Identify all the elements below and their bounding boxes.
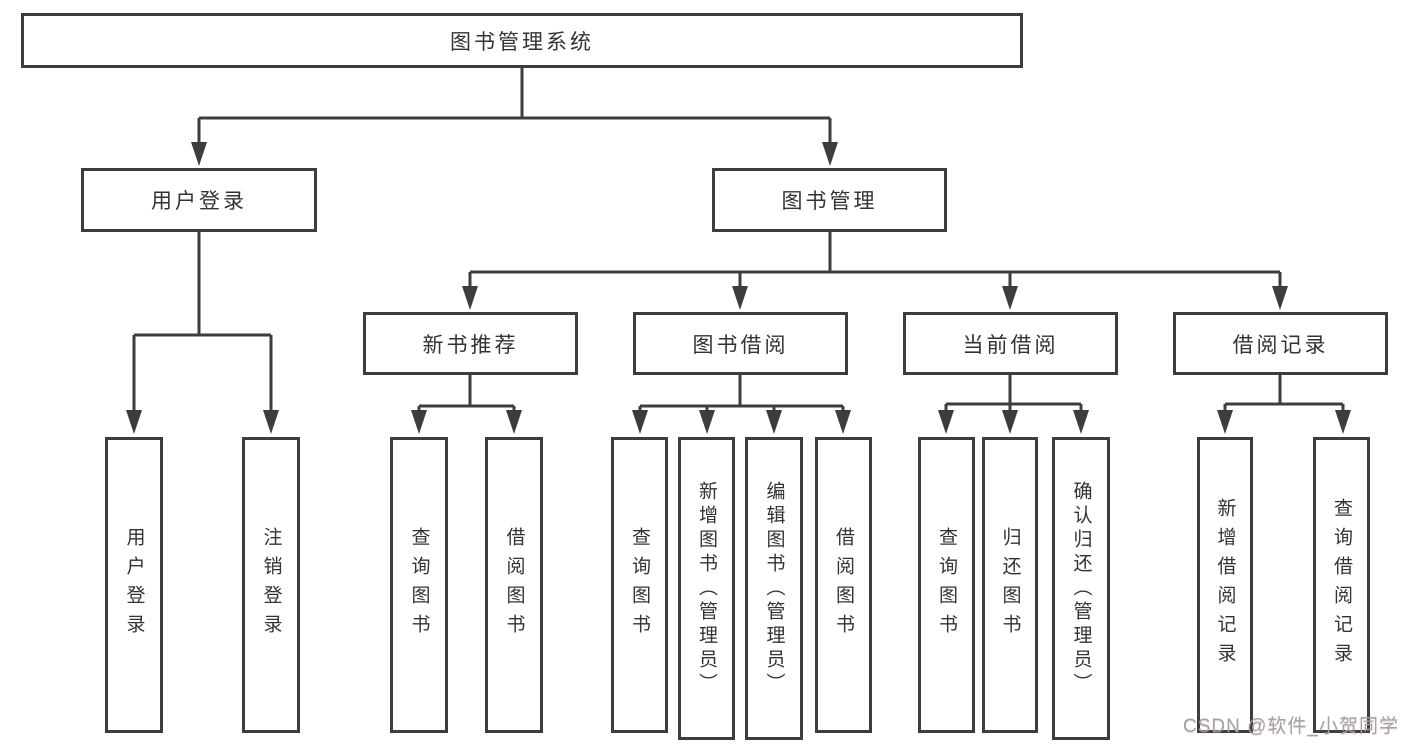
leaf-query-books-borrow: 查询图书 xyxy=(611,437,668,733)
node-root-library-system: 图书管理系统 xyxy=(21,13,1023,68)
leaf-query-borrow-record: 查询借阅记录 xyxy=(1313,437,1370,733)
node-book-borrow: 图书借阅 xyxy=(633,312,848,375)
leaf-add-books-admin: 新增图书（管理员） xyxy=(678,437,735,740)
leaf-user-login: 用户登录 xyxy=(105,437,163,733)
leaf-borrow-books-recommend: 借阅图书 xyxy=(485,437,543,733)
csdn-watermark: CSDN @软件_小贺同学 xyxy=(1183,716,1399,737)
leaf-borrow-books: 借阅图书 xyxy=(815,437,872,733)
node-user-login: 用户登录 xyxy=(81,168,317,232)
node-borrow-records: 借阅记录 xyxy=(1173,312,1388,375)
leaf-add-borrow-record: 新增借阅记录 xyxy=(1197,437,1253,733)
node-new-book-recommend: 新书推荐 xyxy=(363,312,578,375)
node-book-management: 图书管理 xyxy=(712,168,947,232)
leaf-logout: 注销登录 xyxy=(242,437,300,733)
leaf-confirm-return-admin: 确认归还（管理员） xyxy=(1052,437,1110,740)
leaf-query-books-recommend: 查询图书 xyxy=(390,437,448,733)
node-current-borrow: 当前借阅 xyxy=(903,312,1118,375)
leaf-return-books: 归还图书 xyxy=(982,437,1038,733)
leaf-edit-books-admin: 编辑图书（管理员） xyxy=(745,437,803,740)
leaf-query-books-current: 查询图书 xyxy=(918,437,975,733)
